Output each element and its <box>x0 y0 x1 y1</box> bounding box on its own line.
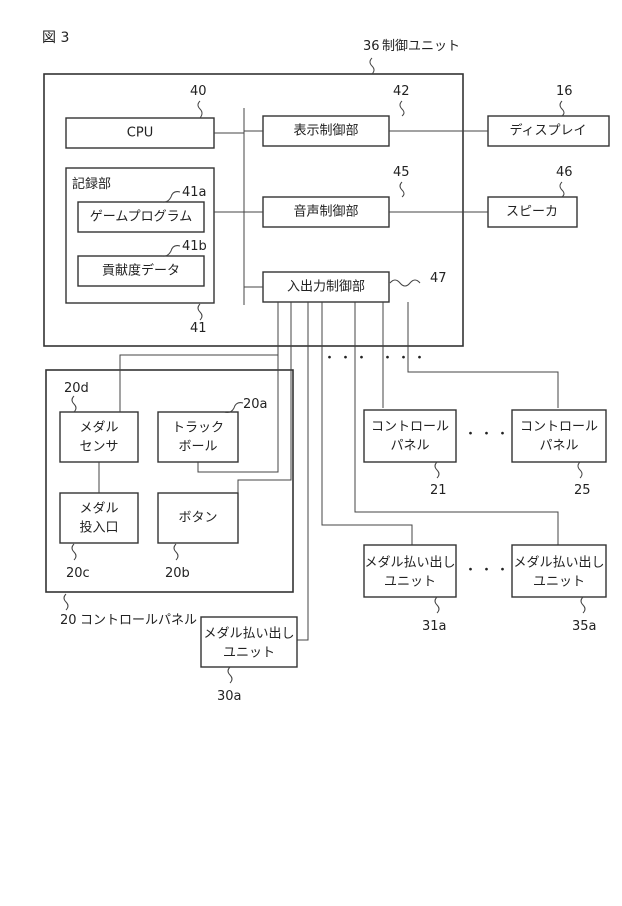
payout-30a-leader <box>228 667 232 683</box>
payout-30a-ref: 30a <box>217 689 242 704</box>
sound-control-label: 音声制御部 <box>293 204 358 220</box>
payout-35a-leader <box>581 597 585 613</box>
io-to-panel-25-wire <box>408 302 558 408</box>
button-ref: 20b <box>165 566 190 581</box>
trackball-line1: トラック <box>172 421 224 436</box>
payout-30a-line1: メダル払い出し <box>203 627 294 642</box>
wire-ellipsis-1: ・・・ <box>323 351 371 366</box>
control-unit-leader <box>370 58 374 74</box>
io-control-leader <box>390 280 420 286</box>
display-control-leader <box>400 101 404 116</box>
control-panel-21-line2: パネル <box>390 439 429 454</box>
control-panel-25-line2: パネル <box>539 439 578 454</box>
control-panel-20-leader <box>64 594 68 610</box>
control-panel-25-line1: コントロール <box>520 420 598 435</box>
sound-control-leader <box>400 182 404 197</box>
payout-35a-ref: 35a <box>572 619 597 634</box>
io-control-label: 入出力制御部 <box>287 280 365 295</box>
contribution-data-label: 貢献度データ <box>102 263 180 279</box>
display-leader <box>560 101 564 116</box>
display-ref: 16 <box>556 84 573 99</box>
wire-ellipsis-2: ・・・ <box>381 351 429 366</box>
cpu-label: CPU <box>127 126 153 141</box>
payout-35a-line1: メダル払い出し <box>513 556 604 571</box>
medal-sensor-ref: 20d <box>64 381 89 396</box>
control-unit-ref: 36 <box>363 39 380 54</box>
game-program-ref: 41a <box>182 185 207 200</box>
payout-31a-line1: メダル払い出し <box>364 556 455 571</box>
medal-sensor-leader <box>72 396 76 412</box>
sound-control-ref: 45 <box>393 165 410 180</box>
payout-35a-line2: ユニット <box>533 575 585 590</box>
speaker-ref: 46 <box>556 165 573 180</box>
payout-31a-leader <box>435 597 439 613</box>
medal-sensor-line1: メダル <box>79 421 118 436</box>
speaker-label: スピーカ <box>506 205 558 220</box>
medal-slot-box <box>60 493 138 543</box>
payout-30a-line2: ユニット <box>223 646 275 661</box>
trackball-box <box>158 412 238 462</box>
control-panel-25-box <box>512 410 606 462</box>
control-panel-20-ref: 20 <box>60 613 77 628</box>
medal-slot-leader <box>72 544 76 560</box>
medal-slot-line2: 投入口 <box>79 520 118 536</box>
medal-sensor-line2: センサ <box>79 440 118 455</box>
control-panel-21-box <box>364 410 456 462</box>
control-panel-25-leader <box>578 462 582 478</box>
control-panel-21-line1: コントロール <box>371 420 449 435</box>
display-control-ref: 42 <box>393 84 410 99</box>
trackball-leader <box>224 403 243 413</box>
speaker-leader <box>560 182 564 197</box>
control-panel-25-ref: 25 <box>574 483 591 498</box>
cpu-leader <box>198 101 202 118</box>
io-to-payout-30a-wire <box>297 302 308 640</box>
medal-slot-ref: 20c <box>66 566 90 581</box>
contribution-data-ref: 41b <box>182 239 207 254</box>
storage-leader <box>198 304 202 320</box>
control-panel-20-label: コントロールパネル <box>80 613 197 628</box>
trackball-ref: 20a <box>243 397 268 412</box>
control-panel-21-ref: 21 <box>430 483 447 498</box>
medal-sensor-box <box>60 412 138 462</box>
game-program-label: ゲームプログラム <box>90 210 192 225</box>
payout-31a-ref: 31a <box>422 619 447 634</box>
storage-label: 記録部 <box>72 176 111 192</box>
button-label: ボタン <box>178 511 217 526</box>
medal-slot-line1: メダル <box>79 502 118 517</box>
control-unit-label: 制御ユニット <box>382 39 460 54</box>
button-leader <box>174 544 178 560</box>
payout-31a-line2: ユニット <box>384 575 436 590</box>
display-control-label: 表示制御部 <box>293 124 358 139</box>
control-panel-21-leader <box>435 462 439 478</box>
trackball-line2: ボール <box>178 440 217 455</box>
display-label: ディスプレイ <box>509 123 586 139</box>
storage-ref: 41 <box>190 321 207 336</box>
cpu-ref: 40 <box>190 84 207 99</box>
io-control-ref: 47 <box>430 271 447 286</box>
figure-title: 図 3 <box>42 30 69 46</box>
